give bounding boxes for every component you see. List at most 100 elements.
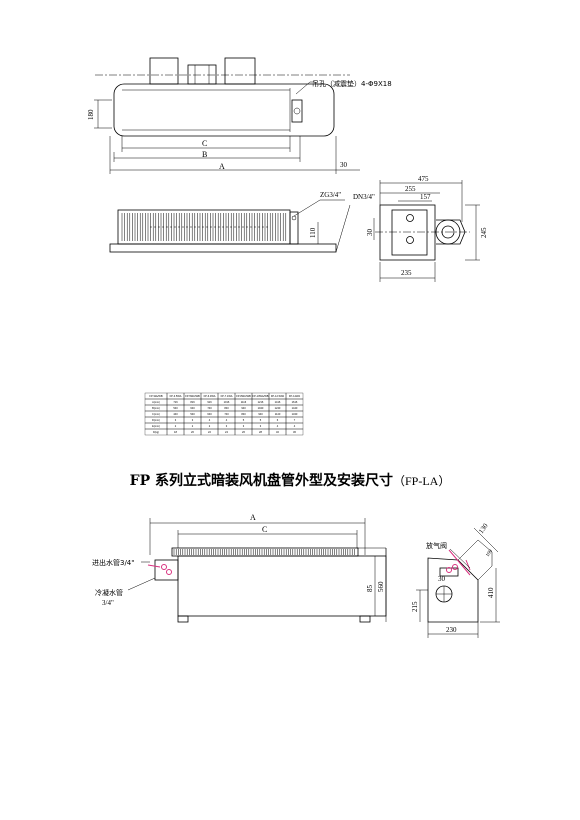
table-cell: 3 xyxy=(243,424,245,428)
table-cell: 1416 xyxy=(275,400,281,404)
title-model: （FP-LA） xyxy=(393,474,451,488)
table-cell: 1340 xyxy=(292,412,298,416)
table-cell: 28 xyxy=(259,430,262,434)
table-cell: 540 xyxy=(190,412,195,416)
table-cell: 5 xyxy=(260,418,262,422)
side-view-bottom xyxy=(427,557,479,623)
coil-strip xyxy=(171,547,359,557)
table-cell: 740 xyxy=(207,406,212,410)
table-cell: 3 xyxy=(260,424,262,428)
table-cell: B(mm) xyxy=(152,406,160,410)
leg-right xyxy=(359,615,371,623)
table-cell: 4 xyxy=(226,418,228,422)
dim-85: 85 xyxy=(366,585,374,593)
table-cell: C(mm) xyxy=(152,412,160,416)
table-cell: 36 xyxy=(293,430,296,434)
dim-215: 215 xyxy=(411,601,419,612)
table-cell: E(mm) xyxy=(152,424,160,428)
dim-30-side: 30 xyxy=(366,229,374,237)
table-cell: 840 xyxy=(224,406,229,410)
dim-410: 410 xyxy=(487,587,495,598)
table-cell: 3 xyxy=(192,418,194,422)
table-cell: 740 xyxy=(224,412,229,416)
table-cell: 840 xyxy=(241,412,246,416)
dim-bottom-A: A xyxy=(250,513,256,522)
dim-A: A xyxy=(219,162,225,171)
table-cell: 20 xyxy=(191,430,194,434)
motor-center xyxy=(187,64,217,85)
table-cell: 1616 xyxy=(292,400,298,404)
table-cell: 5 xyxy=(243,418,245,422)
table-cell: 2 xyxy=(175,424,177,428)
dim-bottom-C: C xyxy=(262,525,267,534)
dim-235: 235 xyxy=(401,269,412,277)
table-cell: 4 xyxy=(294,424,296,428)
drain-pan-top xyxy=(109,243,337,253)
pipe-zg-label: ZG3/4" xyxy=(320,191,341,199)
fan-circle xyxy=(435,585,453,603)
table-cell: 32 xyxy=(276,430,279,434)
table-cell: FP-14WA xyxy=(289,394,300,398)
table-cell: 1116 xyxy=(241,400,247,404)
dim-B: B xyxy=(202,150,207,159)
coil-fins-bottom xyxy=(173,549,355,555)
dim-130: 130 xyxy=(477,522,490,536)
table-cell: 540 xyxy=(173,406,178,410)
dim-30-bottom: 30 xyxy=(438,575,446,583)
table-cell: FP-6.3WA xyxy=(204,394,216,398)
table-cell: FP-10WA/WB xyxy=(252,394,268,398)
page-title: FP 系列立式暗装风机盘管外型及安装尺寸（FP-LA） xyxy=(0,470,580,490)
table-cell: 3 xyxy=(175,418,177,422)
table-cell: 1040 xyxy=(258,406,264,410)
table-cell: FP-7.1WA xyxy=(221,394,233,398)
table-cell: 22 xyxy=(208,430,211,434)
table-cell: 3 xyxy=(226,424,228,428)
table-cell: FP-3.5WA xyxy=(170,394,182,398)
table-cell: FP-8WA/WB xyxy=(236,394,251,398)
table-row: B(mm) 540 640 740 840 940 1040 1240 1440 xyxy=(144,404,304,412)
table-cell: FP-WA/WB xyxy=(149,394,162,398)
hanger-note: 吊孔（减震垫）4-Φ9X18 xyxy=(312,79,392,88)
title-main: FP 系列立式暗装风机盘管外型及安装尺寸 xyxy=(129,473,393,489)
table-cell: 940 xyxy=(258,412,263,416)
unit-body-bottom xyxy=(177,555,387,617)
motor-box-right xyxy=(224,57,256,85)
table-cell: 2 xyxy=(192,424,194,428)
table-cell: A(mm) xyxy=(152,400,160,404)
motor-box-left xyxy=(149,57,179,85)
dim-100: 100 xyxy=(486,549,495,558)
table-cell: 24 xyxy=(225,430,228,434)
drain-pipe-label-2: 3/4" xyxy=(102,599,114,607)
side-view-inner xyxy=(391,209,428,256)
dim-110: 110 xyxy=(309,227,317,238)
drain-pipe-label-1: 冷凝水管 xyxy=(95,588,123,597)
pipe-stub xyxy=(439,567,459,577)
table-cell: 1440 xyxy=(292,406,298,410)
table-cell: 1016 xyxy=(224,400,230,404)
table-cell: 18 xyxy=(174,430,177,434)
table-cell: 640 xyxy=(190,406,195,410)
dim-180: 180 xyxy=(87,109,95,120)
pipe-inlet-box xyxy=(154,559,179,581)
pipe-dn-label: DN3/4" xyxy=(353,193,375,201)
table-cell: FP-5WA/WB xyxy=(185,394,200,398)
table-cell: 940 xyxy=(241,406,246,410)
table-cell: D(mm) xyxy=(152,418,160,422)
top-drawings: 吊孔（减震垫）4-Φ9X18 180 C B A 30 ZG3/4" DN3/4… xyxy=(87,57,488,282)
dim-475: 475 xyxy=(418,175,429,183)
table-cell: 7 xyxy=(294,418,296,422)
vent-valve-label: 放气阀 xyxy=(426,541,447,550)
dim-C: C xyxy=(202,139,207,148)
table-cell: 4 xyxy=(277,424,279,428)
table-cell: 716 xyxy=(173,400,178,404)
table-cell: 440 xyxy=(173,412,178,416)
table-cell: F(kg) xyxy=(153,430,159,434)
dim-157: 157 xyxy=(420,193,431,201)
table-cell: 1240 xyxy=(275,406,281,410)
table-cell: 640 xyxy=(207,412,212,416)
